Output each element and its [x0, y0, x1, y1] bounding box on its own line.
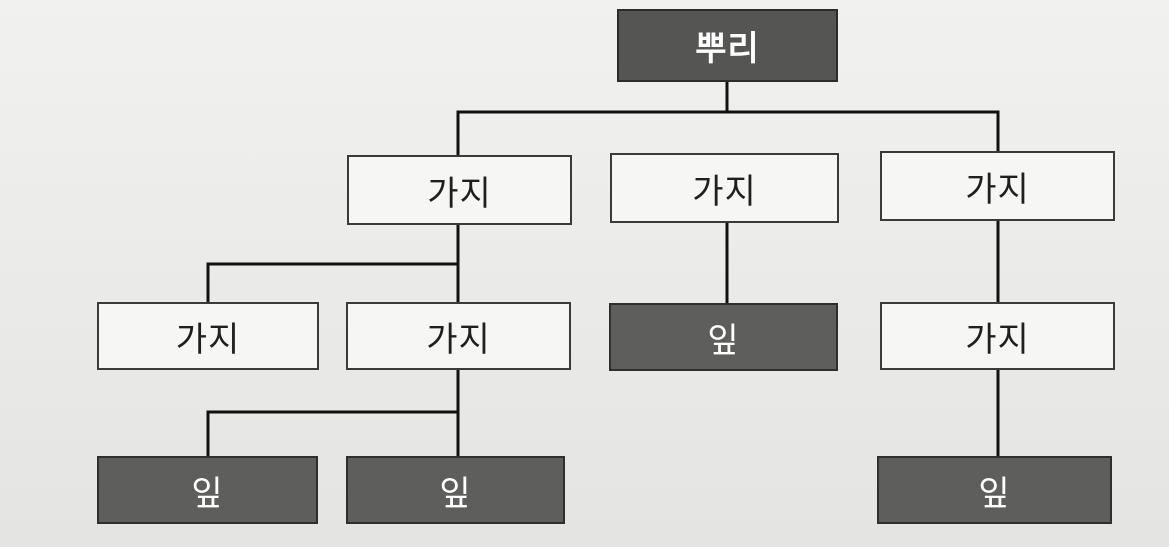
leaf-node-a2-2: 잎: [346, 456, 565, 524]
branch-node-c1: 가지: [880, 302, 1115, 370]
branch-node-a2-label: 가지: [426, 319, 491, 360]
leaf-node-b: 잎: [609, 303, 838, 371]
leaf-node-c1: 잎: [877, 456, 1112, 524]
leaf-node-b-label: 잎: [707, 320, 740, 361]
branch-node-b: 가지: [610, 153, 839, 223]
branch-node-a-label: 가지: [427, 173, 492, 214]
leaf-node-a2-1-label: 잎: [191, 473, 224, 514]
branch-node-a: 가지: [347, 155, 572, 225]
branch-node-c-label: 가지: [965, 169, 1030, 210]
root-node: 뿌리: [617, 9, 838, 82]
branch-node-a2: 가지: [346, 302, 571, 370]
leaf-node-a2-2-label: 잎: [439, 473, 472, 514]
branch-node-c: 가지: [880, 151, 1115, 221]
branch-node-b-label: 가지: [692, 171, 757, 212]
leaf-node-c1-label: 잎: [978, 473, 1011, 514]
root-node-label: 뿌리: [695, 29, 760, 69]
branch-node-a1: 가지: [97, 302, 319, 370]
branch-node-a1-label: 가지: [175, 319, 241, 360]
leaf-node-a2-1: 잎: [97, 456, 318, 524]
branch-node-c1-label: 가지: [965, 319, 1030, 360]
